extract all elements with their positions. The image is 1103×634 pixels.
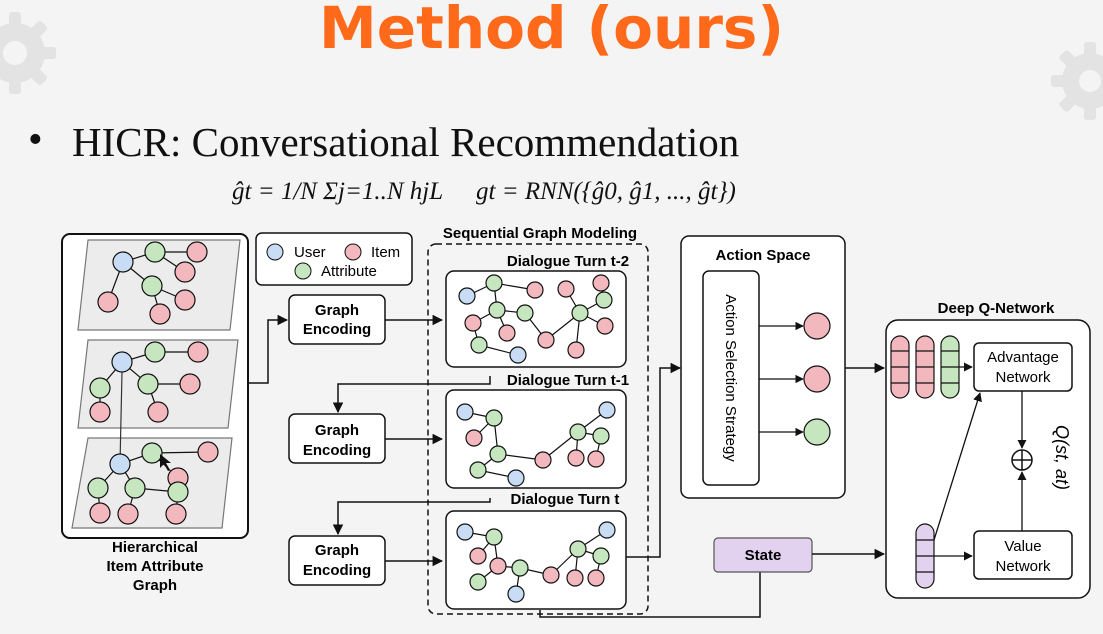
legend-user-marker — [266, 243, 284, 261]
slide-title: Method (ours) — [319, 0, 784, 62]
equation-rnn: gt = RNN({ĝ0, ĝ1, ..., ĝt}) — [476, 178, 736, 206]
graph-layer-2 — [77, 339, 239, 429]
legend-box — [255, 232, 413, 286]
bullet-text: HICR: Conversational Recommendation — [72, 119, 740, 165]
sequential-modeling-region — [427, 243, 649, 615]
dqn-panel — [885, 319, 1091, 599]
dqn-arrows — [933, 362, 1027, 561]
gear-icon — [0, 12, 56, 94]
turn-label-1: Dialogue Turn t-2 — [507, 253, 629, 270]
svg-text:Encoding: Encoding — [303, 321, 371, 338]
equation-graph-pooling: ĝt = 1/N Σj=1..N hjL — [232, 178, 443, 206]
graph-layer-3 — [71, 371, 233, 529]
gear-icon — [1051, 42, 1103, 120]
dqn-title: Deep Q-Network — [938, 300, 1055, 317]
graph-encoding-3: Graph Encoding — [288, 535, 386, 586]
state-label: State — [745, 547, 782, 564]
equation-text: ĝt = 1/N Σj=1..N hjL — [232, 178, 444, 205]
legend-attribute-label: Attribute — [321, 263, 377, 280]
hierarchical-graph-panel — [61, 233, 249, 539]
bullet-marker: • — [28, 117, 43, 163]
value-label-1: Value — [1004, 538, 1041, 555]
svg-text:Graph: Graph — [315, 302, 359, 319]
sequential-title: Sequential Graph Modeling — [443, 225, 637, 242]
action-selection-strategy-label: Action Selection Strategy — [722, 294, 739, 462]
legend-item-marker — [344, 243, 362, 261]
state-box — [713, 537, 813, 573]
svg-text:Graph: Graph — [315, 422, 359, 439]
graph-layer-1 — [77, 239, 241, 331]
hier-label-1: Hierarchical — [112, 539, 198, 556]
legend-user-label: User — [294, 244, 326, 261]
action-selection-strategy-box — [702, 270, 760, 486]
aggregation-plus-icon — [1011, 449, 1033, 471]
q-value-label: Q(st, at) — [1052, 425, 1072, 490]
hier-label-3: Graph — [133, 577, 177, 594]
action-space-panel — [680, 235, 846, 499]
value-network-box — [973, 530, 1073, 580]
graph-encoding-2: Graph Encoding — [288, 413, 386, 464]
advantage-network-box — [973, 342, 1073, 392]
svg-text:Graph: Graph — [315, 542, 359, 559]
turn-graph-2 — [445, 389, 627, 489]
turn-graph-1 — [445, 270, 627, 368]
advantage-label-2: Network — [995, 369, 1051, 386]
embedding-vectors — [890, 335, 960, 589]
connector-arrows — [248, 314, 761, 618]
equation-text: gt = RNN({ĝ0, ĝ1, ..., ĝt}) — [476, 178, 736, 205]
svg-text:Encoding: Encoding — [303, 562, 371, 579]
advantage-label-1: Advantage — [987, 349, 1059, 366]
value-label-2: Network — [995, 558, 1051, 575]
action-space-title: Action Space — [715, 247, 810, 264]
legend-item-label: Item — [371, 244, 400, 261]
cursor-icon — [160, 454, 171, 471]
hier-label-2: Item Attribute — [107, 558, 204, 575]
action-candidates — [759, 312, 831, 446]
svg-text:Encoding: Encoding — [303, 442, 371, 459]
turn-graph-3 — [445, 510, 627, 610]
turn-label-2: Dialogue Turn t-1 — [507, 372, 629, 389]
legend-attribute-marker — [294, 262, 312, 280]
turn-label-3: Dialogue Turn t — [511, 491, 620, 508]
graph-encoding-1: Graph Encoding — [288, 294, 386, 345]
